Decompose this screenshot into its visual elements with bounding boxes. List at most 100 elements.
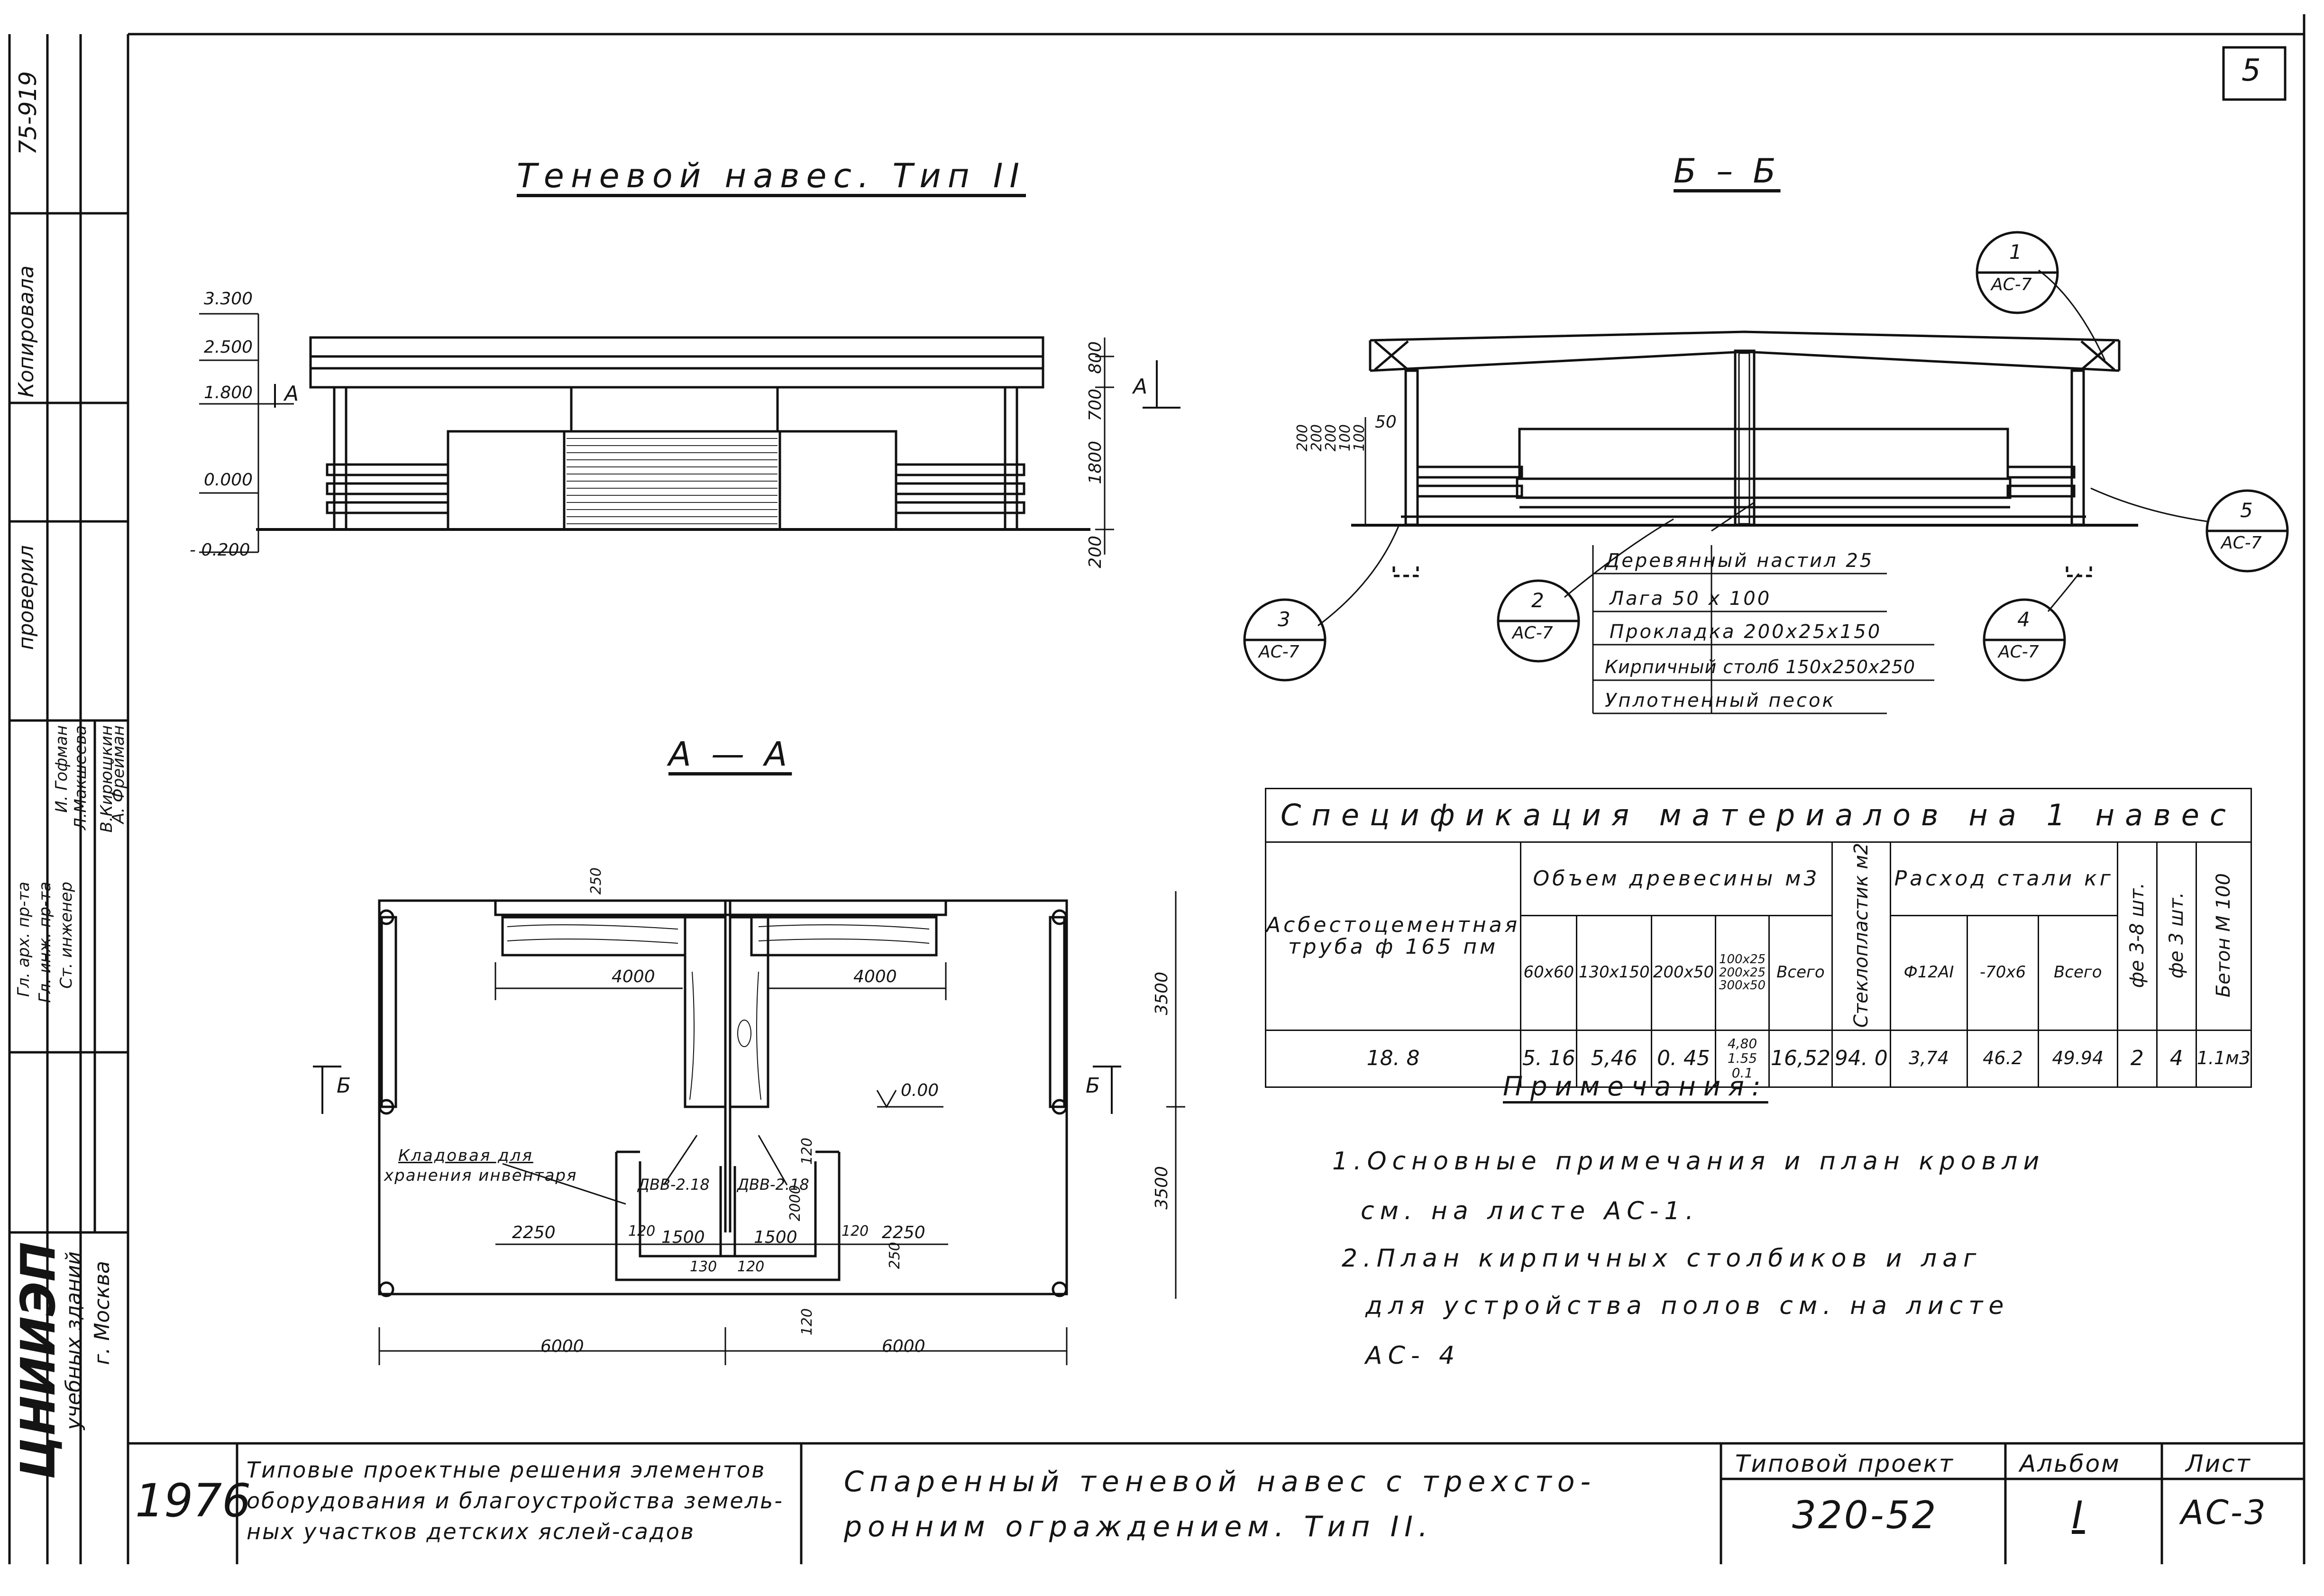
callout-4-num: 4: [2017, 608, 2030, 631]
spec-wood-60: 60x60: [1520, 914, 1578, 1031]
spec-table: Спецификация материалов на 1 навес Асбес…: [1264, 788, 2252, 1088]
callout-1-num: 1: [2009, 240, 2022, 264]
album-number: I: [2072, 1493, 2085, 1537]
spec-val-w3: 0. 45: [1650, 1029, 1717, 1088]
callout-2-ref: АС-7: [1512, 623, 1553, 643]
plan-section-mark-right: Б: [1086, 1074, 1100, 1098]
facade-title: Теневой навес. Тип II: [517, 156, 1026, 195]
checked-label: проверил: [14, 545, 38, 650]
sheet-code: АС-3: [2181, 1493, 2268, 1532]
plan-wood-grain: [507, 924, 930, 1100]
spec-col-fe3: фе 3 шт.: [2156, 841, 2197, 1031]
spec-steel-70: -70x6: [1967, 914, 2039, 1031]
section-bb-posts-fill: [1738, 352, 1750, 525]
plan-dim-6000-right: 6000: [882, 1337, 925, 1356]
layer-pad: Прокладка 200x25x150: [1610, 621, 1882, 643]
spec-val-concrete: 1.1м3: [2195, 1029, 2252, 1088]
series-line-3: ных участков детских яслей-садов: [247, 1519, 695, 1544]
bb-dim-50: 50: [1375, 412, 1397, 432]
plan-dim-1500-left: 1500: [661, 1228, 705, 1247]
note-line-3: 2.План кирпичных столбиков и лаг: [1342, 1244, 1982, 1273]
facade-elevation: [199, 313, 1180, 555]
note-line-2: см. на листе АС-1.: [1361, 1197, 1699, 1225]
spec-val-glass: 94. 0: [1831, 1029, 1891, 1088]
sheet-number-box: [2222, 46, 2287, 101]
layer-sand: Уплотненный песок: [1605, 690, 1836, 711]
spec-col-pipe: Асбестоцементная труба ф 165 пм: [1264, 841, 1522, 1031]
section-bb: [1351, 330, 2138, 714]
name-maksheeva: Л.Макшеева: [71, 725, 90, 830]
spec-val-s2: 46.2: [1967, 1029, 2039, 1088]
note-line-5: АС- 4: [1365, 1341, 1461, 1370]
role-senior: Ст. инженер: [57, 882, 76, 989]
name-freiman: А. Фрейман: [109, 725, 128, 824]
plan-level-000: 0.00: [901, 1081, 939, 1100]
sheet-label: Лист: [2186, 1450, 2251, 1477]
series-line-2: оборудования и благоустройства земель-: [247, 1488, 784, 1514]
level-0000: 0.000: [204, 470, 253, 490]
institute-city: г. Москва: [90, 1261, 114, 1365]
callout-3-num: 3: [1278, 608, 1290, 631]
spec-steel-total: Всего: [2037, 914, 2118, 1031]
spec-wood-200: 200x50: [1650, 914, 1717, 1031]
institute-sub: учебных зданий: [62, 1251, 86, 1430]
plan-dim-120-a: 120: [628, 1223, 656, 1240]
callout-5-ref: АС-7: [2221, 533, 2262, 553]
section-mark-a-left: А: [284, 382, 299, 406]
level-3300: 3.300: [204, 289, 253, 309]
plan-dim-1500-right: 1500: [754, 1228, 797, 1247]
plan-aa: [313, 891, 1185, 1365]
layer-joist: Лага 50 x 100: [1610, 588, 1772, 610]
spec-col-fe38: фе 3-8 шт.: [2116, 841, 2158, 1031]
storage-label-2: хранения инвентаря: [384, 1166, 577, 1185]
inventory-number: 75-919: [14, 71, 42, 155]
facade-hatch: [567, 438, 778, 524]
album-label: Альбом: [2020, 1450, 2121, 1477]
spec-val-s1: 3,74: [1889, 1029, 1968, 1088]
plan-dim-4000-left: 4000: [612, 967, 655, 986]
plan-dim-250-b: 250: [887, 1242, 903, 1269]
drawing-name-1: Спаренный теневой навес с трехсто-: [844, 1465, 1597, 1498]
level-minus-0200: - 0.200: [190, 540, 250, 560]
spec-val-fe3: 4: [2156, 1029, 2197, 1088]
callout-leaders: [1318, 269, 2207, 627]
spec-val-pipe: 18. 8: [1264, 1029, 1522, 1088]
spec-steel-f12: Ф12АI: [1889, 914, 1968, 1031]
section-bb-callouts: [1243, 231, 2289, 682]
spec-col-steel: Расход стали кг: [1889, 841, 2118, 916]
note-line-1: 1.Основные примечания и план кровли: [1332, 1147, 2045, 1176]
plan-dim-120-d: 120: [799, 1138, 815, 1165]
plan-dim-120-b: 120: [842, 1223, 869, 1240]
door-left: ДВВ-2.18: [638, 1176, 710, 1194]
callout-2-num: 2: [1531, 589, 1544, 612]
storage-label-1: Кладовая для: [398, 1146, 533, 1165]
plan-aa-title: А — А: [668, 735, 792, 774]
year: 1976: [135, 1474, 251, 1527]
dim-800: 800: [1086, 341, 1105, 374]
spec-val-w1: 5. 16: [1520, 1029, 1578, 1088]
callout-4-ref: АС-7: [1998, 642, 2039, 662]
drawing-name-2: ронним ограждением. Тип II.: [844, 1510, 1434, 1543]
dim-200: 200: [1086, 536, 1105, 568]
spec-val-fe38: 2: [2116, 1029, 2158, 1088]
spec-wood-total: Всего: [1768, 914, 1833, 1031]
callout-5-num: 5: [2240, 499, 2253, 522]
role-arch: Гл. арх. пр-та: [14, 882, 33, 997]
callout-3-ref: АС-7: [1259, 642, 1299, 662]
section-mark-a-right: А: [1133, 374, 1148, 399]
spec-val-w2: 5,46: [1576, 1029, 1652, 1088]
dim-1800: 1800: [1086, 441, 1105, 484]
series-line-1: Типовые проектные решения элементов: [247, 1457, 766, 1483]
notes-heading: Примечания:: [1503, 1071, 1768, 1102]
spec-col-concrete: Бетон М 100: [2195, 841, 2252, 1031]
section-bb-title: Б – Б: [1674, 152, 1781, 191]
plan-dim-6000-left: 6000: [540, 1337, 584, 1356]
spec-col-wood: Объем древесины м3: [1520, 841, 1833, 916]
plan-section-mark-left: Б: [337, 1074, 351, 1098]
plan-dim-2250-right: 2250: [882, 1223, 925, 1242]
spec-wood-mixed: 100x25 200x25 300x50: [1715, 914, 1770, 1031]
role-eng: Гл. инж. пр-та: [36, 882, 55, 1003]
